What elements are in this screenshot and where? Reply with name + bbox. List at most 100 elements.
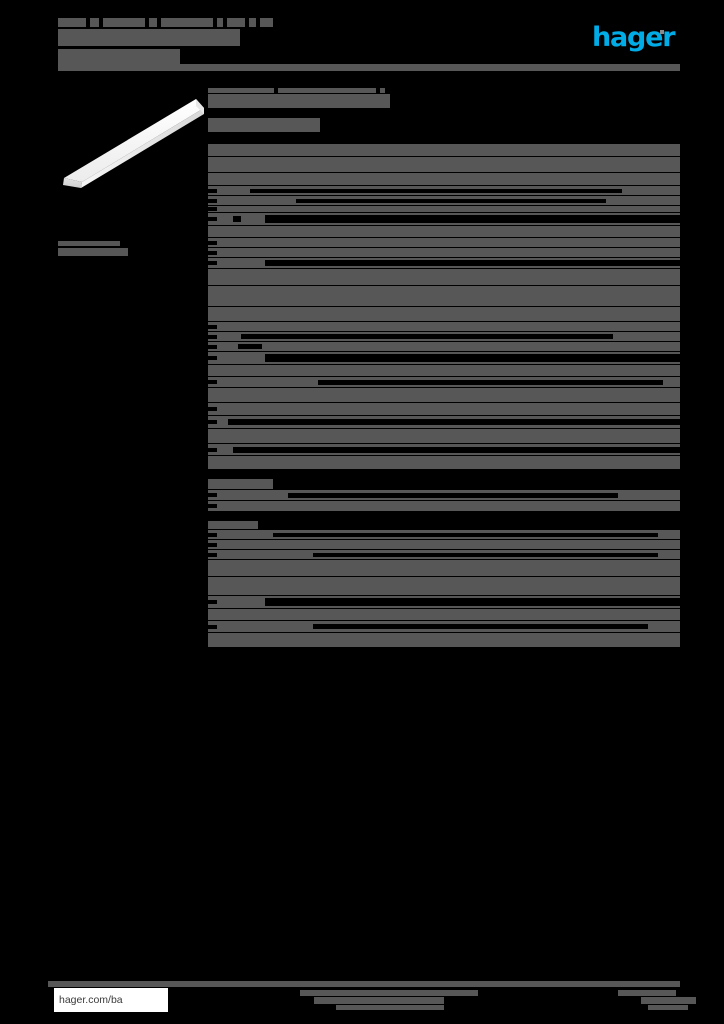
row-divider (208, 212, 680, 213)
product-title-fragment-0-1 (278, 88, 376, 93)
cell-separator (265, 354, 680, 362)
row-divider (208, 331, 680, 332)
row-divider (208, 455, 680, 456)
table-row (208, 403, 680, 415)
table-row (208, 456, 680, 469)
table-row (208, 248, 680, 257)
cell-separator (273, 533, 658, 537)
footer-url-link[interactable]: hager.com/ba (54, 988, 168, 1012)
table-row (208, 560, 680, 576)
row-divider (208, 595, 680, 596)
row-divider (208, 500, 680, 501)
table-row (208, 479, 680, 489)
row-divider (208, 205, 680, 206)
row-divider (208, 608, 680, 609)
table-row (208, 388, 680, 402)
row-marker (208, 241, 217, 245)
row-marker (208, 493, 217, 497)
footer-right-line-0 (618, 990, 676, 996)
row-divider (208, 576, 680, 577)
cell-separator (265, 260, 680, 266)
footer-divider (48, 981, 680, 987)
row-marker (208, 251, 217, 255)
row-divider (208, 247, 680, 248)
table-ordering-data (208, 521, 680, 647)
row-divider (208, 341, 680, 342)
row-marker (208, 261, 217, 265)
row-divider (208, 285, 680, 286)
table-row (208, 186, 680, 195)
hager-logo: hager (592, 22, 676, 53)
cell-separator (265, 598, 680, 606)
cell-separator (258, 521, 680, 529)
row-marker (208, 600, 217, 604)
row-divider (208, 376, 680, 377)
row-divider (208, 268, 680, 269)
row-divider (208, 387, 680, 388)
cell-separator (273, 479, 680, 489)
footer-right-line-1 (641, 997, 696, 1004)
cell-separator (238, 344, 262, 349)
row-divider (208, 559, 680, 560)
footer-center-line-0 (300, 990, 478, 996)
table-spacer (208, 469, 680, 479)
main-content (208, 88, 680, 647)
row-divider (208, 549, 680, 550)
product-title-fragment-1-0 (208, 94, 390, 108)
product-subtitle (208, 118, 680, 144)
table-row (208, 416, 680, 428)
row-marker (208, 543, 217, 547)
row-divider (208, 443, 680, 444)
table-row (208, 307, 680, 321)
table-row (208, 196, 680, 205)
table-row (208, 550, 680, 559)
cell-separator (296, 199, 606, 203)
title-fragment-0-4 (161, 18, 213, 27)
table-row (208, 577, 680, 595)
product-title (208, 88, 680, 118)
title-fragment-0-1 (90, 18, 99, 27)
trunking-profile-photo (48, 86, 228, 191)
table-row (208, 238, 680, 247)
row-marker (208, 345, 217, 349)
row-divider (208, 428, 680, 429)
table-row (208, 377, 680, 387)
title-fragment-0-7 (249, 18, 256, 27)
row-divider (208, 321, 680, 322)
spec-tables (208, 144, 680, 647)
row-marker (208, 325, 217, 329)
cell-separator (265, 215, 680, 223)
cell-separator (241, 334, 613, 339)
table-approvals (208, 479, 680, 511)
table-row (208, 540, 680, 549)
table-row (208, 621, 680, 632)
row-divider (208, 539, 680, 540)
row-divider (208, 351, 680, 352)
cell-separator (288, 493, 618, 498)
table-row (208, 144, 680, 156)
table-row (208, 633, 680, 647)
row-marker (208, 207, 217, 211)
row-marker (208, 217, 217, 221)
cell-separator (233, 447, 680, 453)
row-divider (208, 620, 680, 621)
table-row (208, 530, 680, 539)
row-divider (208, 364, 680, 365)
row-divider (208, 195, 680, 196)
row-divider (208, 237, 680, 238)
row-divider (208, 529, 680, 530)
row-divider (208, 402, 680, 403)
table-row (208, 226, 680, 237)
row-marker (208, 335, 217, 339)
title-fragment-0-3 (149, 18, 157, 27)
table-row (208, 213, 680, 225)
product-title-fragment-0-0 (208, 88, 274, 93)
table-row (208, 173, 680, 185)
caption-line-1 (58, 248, 128, 256)
cell-separator (233, 216, 241, 222)
row-marker (208, 356, 217, 360)
cell-separator (228, 419, 680, 425)
table-row (208, 286, 680, 306)
row-marker (208, 533, 217, 537)
